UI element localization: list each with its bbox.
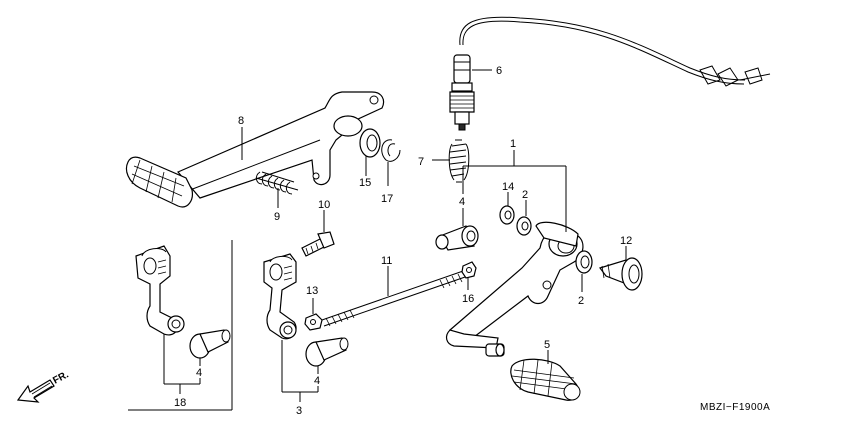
clip-17-part (381, 139, 401, 162)
spring-9-part (255, 171, 299, 195)
callout-9: 9 (274, 211, 280, 223)
callout-2-upper: 2 (522, 189, 528, 201)
callout-3: 3 (296, 405, 302, 417)
forward-label: FR. (51, 369, 71, 386)
callout-16: 16 (462, 293, 474, 305)
washer-15-part (359, 128, 381, 158)
spring-7-part (448, 139, 470, 183)
washer-14-part (499, 205, 515, 225)
callout-2-lower: 2 (578, 295, 584, 307)
callout-4-middle: 4 (314, 375, 320, 387)
callout-11: 11 (381, 255, 392, 267)
forward-arrow-icon (16, 379, 55, 403)
callout-18: 18 (174, 397, 186, 409)
callout-1: 1 (510, 138, 516, 150)
callout-10: 10 (318, 199, 330, 211)
catalog-code: MBZI−F1900A (700, 402, 770, 413)
callout-12: 12 (620, 235, 632, 247)
joint-4-middle-part (305, 337, 349, 367)
callout-14: 14 (502, 181, 514, 193)
gearshift-pedal-part (445, 221, 584, 357)
bolt-10-part (301, 231, 335, 257)
brake-pedal-part (125, 91, 385, 208)
shift-arm-18-part (135, 245, 185, 336)
washer-2-lower-part (575, 250, 593, 274)
callout-6: 6 (496, 65, 502, 77)
shift-arm-3-part (263, 253, 297, 340)
callout-15: 15 (359, 177, 371, 189)
callout-17: 17 (381, 193, 393, 205)
washer-2-upper-part (516, 216, 532, 236)
joint-4-upper-part (435, 225, 479, 251)
nut-13-part (304, 313, 323, 331)
kit-18-box (128, 240, 233, 411)
callout-4-left: 4 (196, 367, 202, 379)
callout-8: 8 (238, 115, 244, 127)
nut-16-part (461, 261, 477, 279)
callout-4-upper: 4 (459, 196, 465, 208)
callout-13: 13 (306, 285, 318, 297)
callout-5: 5 (544, 339, 550, 351)
callout-7: 7 (418, 156, 424, 168)
tie-rod-11-part (321, 269, 469, 327)
switch-cable-part (449, 16, 771, 131)
pivot-bolt-12-part (599, 257, 643, 291)
shift-rubber-5-part (510, 358, 581, 401)
leader-lines (163, 69, 627, 402)
joint-4-left-part (189, 329, 231, 359)
